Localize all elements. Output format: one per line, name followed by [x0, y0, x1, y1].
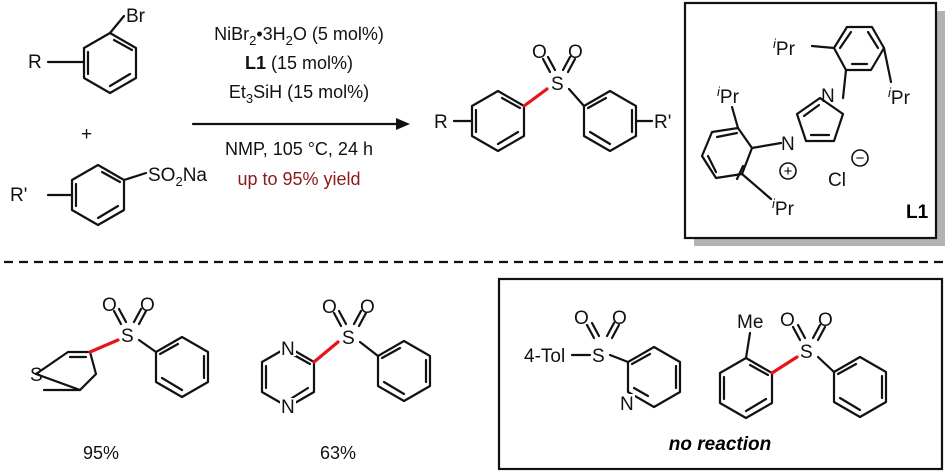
sulfur-label: S: [342, 328, 355, 349]
reaction-conditions: NiBr2•3H2O (5 mol%) L1 (15 mol%) Et3SiH …: [191, 24, 410, 189]
aryl-bromide-structure: Br R: [28, 6, 146, 95]
ligand-l1-box: N N + Cl − iPr iPr iPr iPr L1: [683, 1, 945, 246]
isopropyl-label: iPr: [773, 36, 796, 60]
oxygen-label: O: [818, 310, 833, 331]
oxygen-label: O: [532, 42, 547, 63]
tolyl-label: 4-Tol: [524, 346, 565, 367]
oxygen-label: O: [780, 310, 795, 331]
chloride-label: Cl: [828, 170, 846, 191]
ligand-loading-text: L1 (15 mol%): [245, 53, 353, 73]
catalyst-text: NiBr2•3H2O (5 mol%): [214, 24, 384, 48]
example-yield: 63%: [320, 443, 356, 463]
thiophene-sulfone-example: S S O O 95%: [30, 295, 210, 463]
sulfur-label: S: [551, 74, 564, 95]
minus-charge: −: [856, 150, 865, 167]
nitrogen-label: N: [821, 86, 835, 107]
r-group-label: R: [28, 52, 42, 73]
plus-charge: +: [784, 163, 793, 180]
oxygen-label: O: [568, 42, 583, 63]
oxygen-label: O: [574, 308, 589, 329]
diaryl-sulfone-product: S O O R R': [434, 42, 671, 153]
isopropyl-label: iPr: [772, 196, 795, 220]
methyl-label: Me: [737, 312, 763, 333]
oxygen-label: O: [140, 295, 155, 316]
pyridine-nitrogen-label: N: [620, 394, 634, 415]
pyrazine-sulfone-example: N N S O O 63%: [260, 297, 432, 463]
pyrazine-nitrogen-label: N: [281, 397, 295, 418]
no-reaction-caption: no reaction: [669, 434, 771, 455]
nitrogen-label: N: [781, 134, 795, 155]
isopropyl-label: iPr: [888, 85, 911, 109]
oxygen-label: O: [102, 295, 117, 316]
reductant-text: Et3SiH (15 mol%): [229, 82, 369, 106]
r-group-label: R: [434, 112, 448, 133]
r-prime-label: R': [10, 185, 27, 206]
no-reaction-box: N S O O 4-Tol Me S O O no reaction: [497, 277, 944, 471]
bromine-label: Br: [126, 6, 146, 27]
yield-text: up to 95% yield: [237, 169, 360, 189]
sulfur-label: S: [592, 346, 605, 367]
sulfinate-group-label: SO2Na: [148, 165, 207, 189]
r-prime-label: R': [654, 112, 671, 133]
sulfur-label: S: [800, 342, 813, 363]
sodium-sulfinate-structure: SO2Na R': [10, 163, 207, 227]
isopropyl-label: iPr: [717, 84, 740, 108]
solvent-temp-time-text: NMP, 105 °C, 24 h: [225, 139, 373, 159]
ligand-label: L1: [906, 202, 929, 223]
oxygen-label: O: [612, 308, 627, 329]
thiophene-sulfur-label: S: [30, 365, 43, 386]
pyrazine-nitrogen-label: N: [281, 339, 295, 360]
sulfur-label: S: [121, 326, 134, 347]
oxygen-label: O: [322, 297, 337, 318]
oxygen-label: O: [360, 297, 375, 318]
plus-sign: +: [81, 124, 92, 145]
example-yield: 95%: [83, 443, 119, 463]
